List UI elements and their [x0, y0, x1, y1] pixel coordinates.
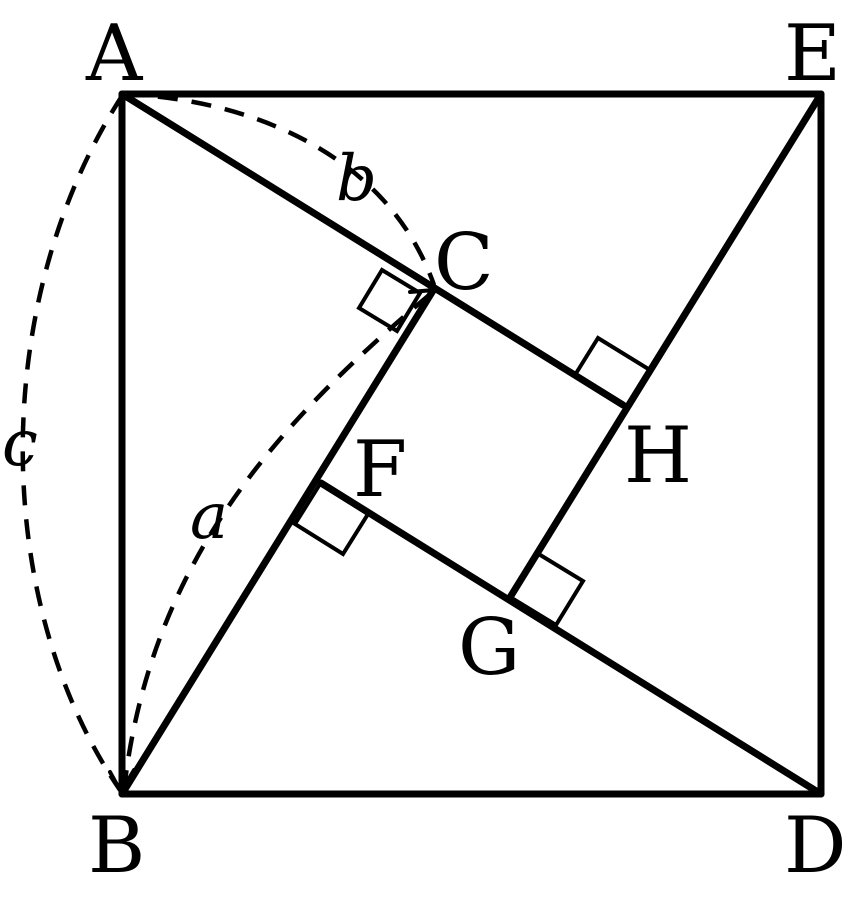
label-F: F	[353, 425, 407, 515]
outer-square	[118, 90, 825, 798]
segment-DF	[317, 479, 825, 798]
label-b: b	[336, 142, 377, 216]
arrow-head-B	[108, 768, 136, 794]
right-angle-H	[572, 335, 653, 410]
label-c: c	[2, 407, 38, 481]
label-C: C	[434, 218, 494, 308]
arc-c	[20, 94, 124, 792]
arc-a	[121, 289, 436, 791]
label-a: a	[190, 480, 228, 554]
label-G: G	[458, 603, 520, 693]
segment-AH	[118, 90, 627, 409]
segment-EG	[505, 90, 825, 603]
label-B: B	[88, 801, 145, 891]
segment-BC	[118, 285, 438, 798]
right-angle-F	[292, 481, 371, 557]
arrow-head-C	[408, 288, 436, 314]
label-H: H	[624, 411, 692, 501]
label-E: E	[784, 9, 841, 99]
label-A: A	[85, 9, 144, 99]
label-D: D	[784, 801, 847, 891]
right-angle-G	[507, 550, 586, 628]
